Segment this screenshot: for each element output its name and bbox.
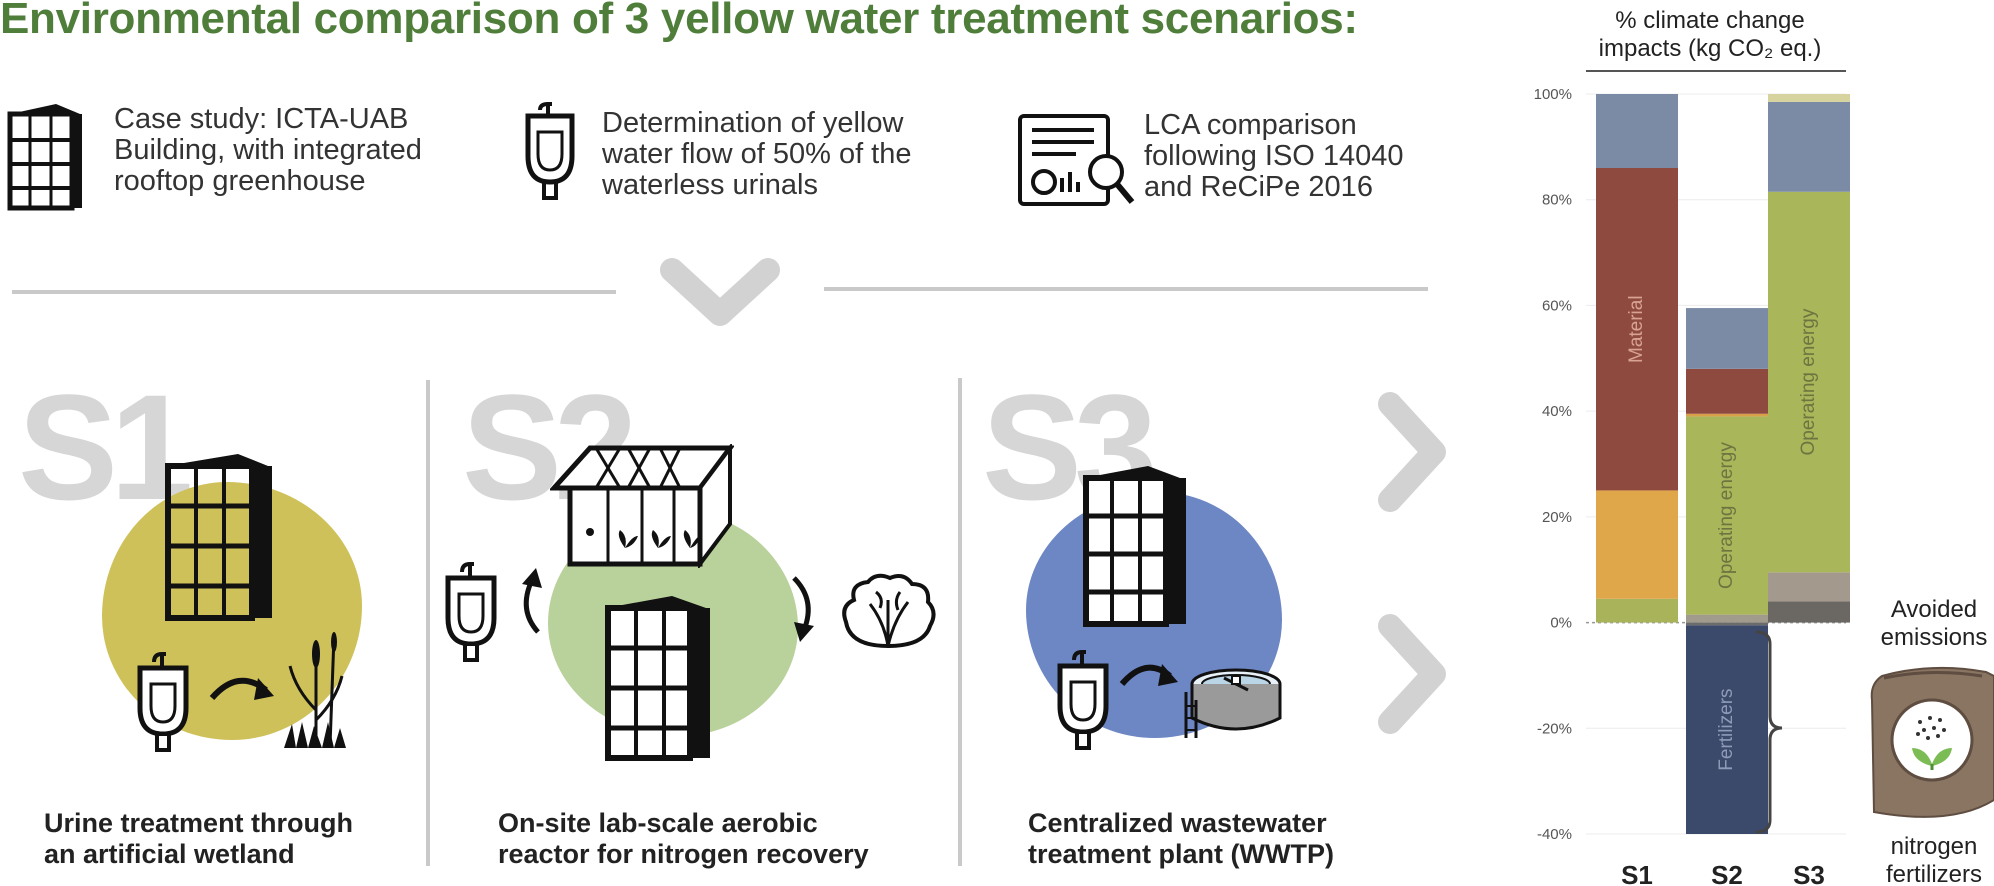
x-tick-label: S2 <box>1711 860 1743 886</box>
y-tick-label: 0% <box>1550 615 1572 632</box>
y-tick-label: 20% <box>1542 509 1572 526</box>
bar-segment <box>1686 413 1768 417</box>
annotation-avoided-line: Avoided <box>1891 596 1977 623</box>
bar-segment <box>1686 622 1768 626</box>
context-text-line: waterless urinals <box>602 169 818 201</box>
segment-label: Fertilizers <box>1716 688 1737 770</box>
bar-segment <box>1768 191 1850 573</box>
y-tick-label: 100% <box>1534 86 1572 103</box>
bar-segment <box>1768 601 1850 623</box>
chevron-right-icon <box>1378 392 1446 512</box>
bar-segment <box>1686 368 1768 414</box>
chart-title-line: % climate change <box>1615 7 1804 34</box>
urinal-icon <box>525 102 575 200</box>
segment-label: Material <box>1626 295 1647 363</box>
urinal-icon <box>137 652 189 752</box>
x-tick-label: S3 <box>1793 860 1825 886</box>
y-tick-label: 60% <box>1542 297 1572 314</box>
context-text-line: LCA comparison <box>1144 109 1357 141</box>
arrow-down-curved-icon <box>792 576 814 642</box>
chevron-down-icon <box>660 258 780 326</box>
building-icon <box>1083 466 1186 627</box>
urinal-icon <box>445 562 497 662</box>
bar-segment <box>1768 94 1850 102</box>
context-item-lca: LCA comparison following ISO 14040 and R… <box>1010 90 1450 220</box>
context-text-line: rooftop greenhouse <box>114 165 366 197</box>
x-tick-label: S1 <box>1621 860 1653 886</box>
annotation-avoided-line: emissions <box>1881 624 1988 651</box>
lettuce-icon <box>842 573 936 649</box>
arrow-right-icon <box>1119 664 1178 687</box>
scenario-caption-line: Urine treatment through <box>44 808 354 838</box>
bar-segment <box>1686 416 1768 615</box>
context-text-line: and ReCiPe 2016 <box>1144 171 1373 203</box>
bar-segment <box>1686 614 1768 623</box>
building-icon <box>605 596 710 761</box>
bar-segment <box>1596 490 1678 599</box>
scenario-caption-line: On-site lab-scale aerobic <box>498 808 818 838</box>
urinal-icon <box>1057 650 1109 750</box>
context-item-case-study: Case study: ICTA-UAB Building, with inte… <box>0 90 480 220</box>
scenario-label: S1 <box>18 363 194 531</box>
lca-report-icon <box>1018 114 1135 206</box>
fertilizer-bag-icon <box>1870 666 1994 818</box>
bar-segment <box>1686 308 1768 369</box>
context-item-flow: Determination of yellow water flow of 50… <box>520 90 990 220</box>
divider-left <box>12 290 616 294</box>
building-icon <box>165 454 272 621</box>
avoided-emissions-bracket <box>1755 630 1783 834</box>
annotation-fertilizers-line: nitrogen <box>1891 833 1978 860</box>
chevron-right-icon <box>1378 614 1446 734</box>
segment-label: Operating energy <box>1716 442 1737 589</box>
scenario-caption-line: treatment plant (WWTP) <box>1028 839 1334 869</box>
scenario-s2: S2 <box>436 340 946 880</box>
scenario-caption-line: reactor for nitrogen recovery <box>498 839 869 869</box>
scenario-s1: S1 Urine treatment through an artificial… <box>0 340 420 880</box>
y-tick-label: 80% <box>1542 192 1572 209</box>
y-tick-label: 40% <box>1542 403 1572 420</box>
bar-segment <box>1596 168 1678 491</box>
annotation-fertilizers-line: fertilizers <box>1886 861 1982 886</box>
bar-segment <box>1768 101 1850 192</box>
context-text-line: Case study: ICTA-UAB <box>114 103 409 135</box>
scenario-s3: S3 Centralized wastewater treatment p <box>968 340 1388 880</box>
bar-segment <box>1686 625 1768 834</box>
bar-segment <box>1596 598 1678 623</box>
context-text-line: Determination of yellow <box>602 107 904 139</box>
treatment-tank-icon <box>1184 668 1282 738</box>
scenario-caption-line: an artificial wetland <box>44 839 295 869</box>
segment-label: Operating energy <box>1798 308 1819 455</box>
context-text-line: Building, with integrated <box>114 134 422 166</box>
scenario-separator <box>958 378 962 866</box>
scenario-caption-line: Centralized wastewater <box>1028 808 1327 838</box>
scenario-separator <box>426 380 430 866</box>
arrow-right-icon <box>209 677 274 701</box>
chart-title-line: impacts (kg CO₂ eq.) <box>1599 35 1822 62</box>
wetland-plant-icon <box>284 632 346 748</box>
bar-segment <box>1596 94 1678 168</box>
context-text-line: water flow of 50% of the <box>602 138 912 170</box>
y-tick-label: -20% <box>1537 720 1572 737</box>
page-title: Environmental comparison of 3 yellow wat… <box>0 0 1358 43</box>
divider-right <box>824 287 1428 291</box>
bar-segment <box>1768 572 1850 602</box>
greenhouse-icon <box>550 444 734 568</box>
building-icon <box>7 104 82 211</box>
context-text-line: following ISO 14040 <box>1144 140 1404 172</box>
climate-impact-chart: % climate change impacts (kg CO₂ eq.) -4… <box>1534 7 1994 886</box>
y-tick-label: -40% <box>1537 826 1572 843</box>
arrow-up-curved-icon <box>522 568 542 634</box>
